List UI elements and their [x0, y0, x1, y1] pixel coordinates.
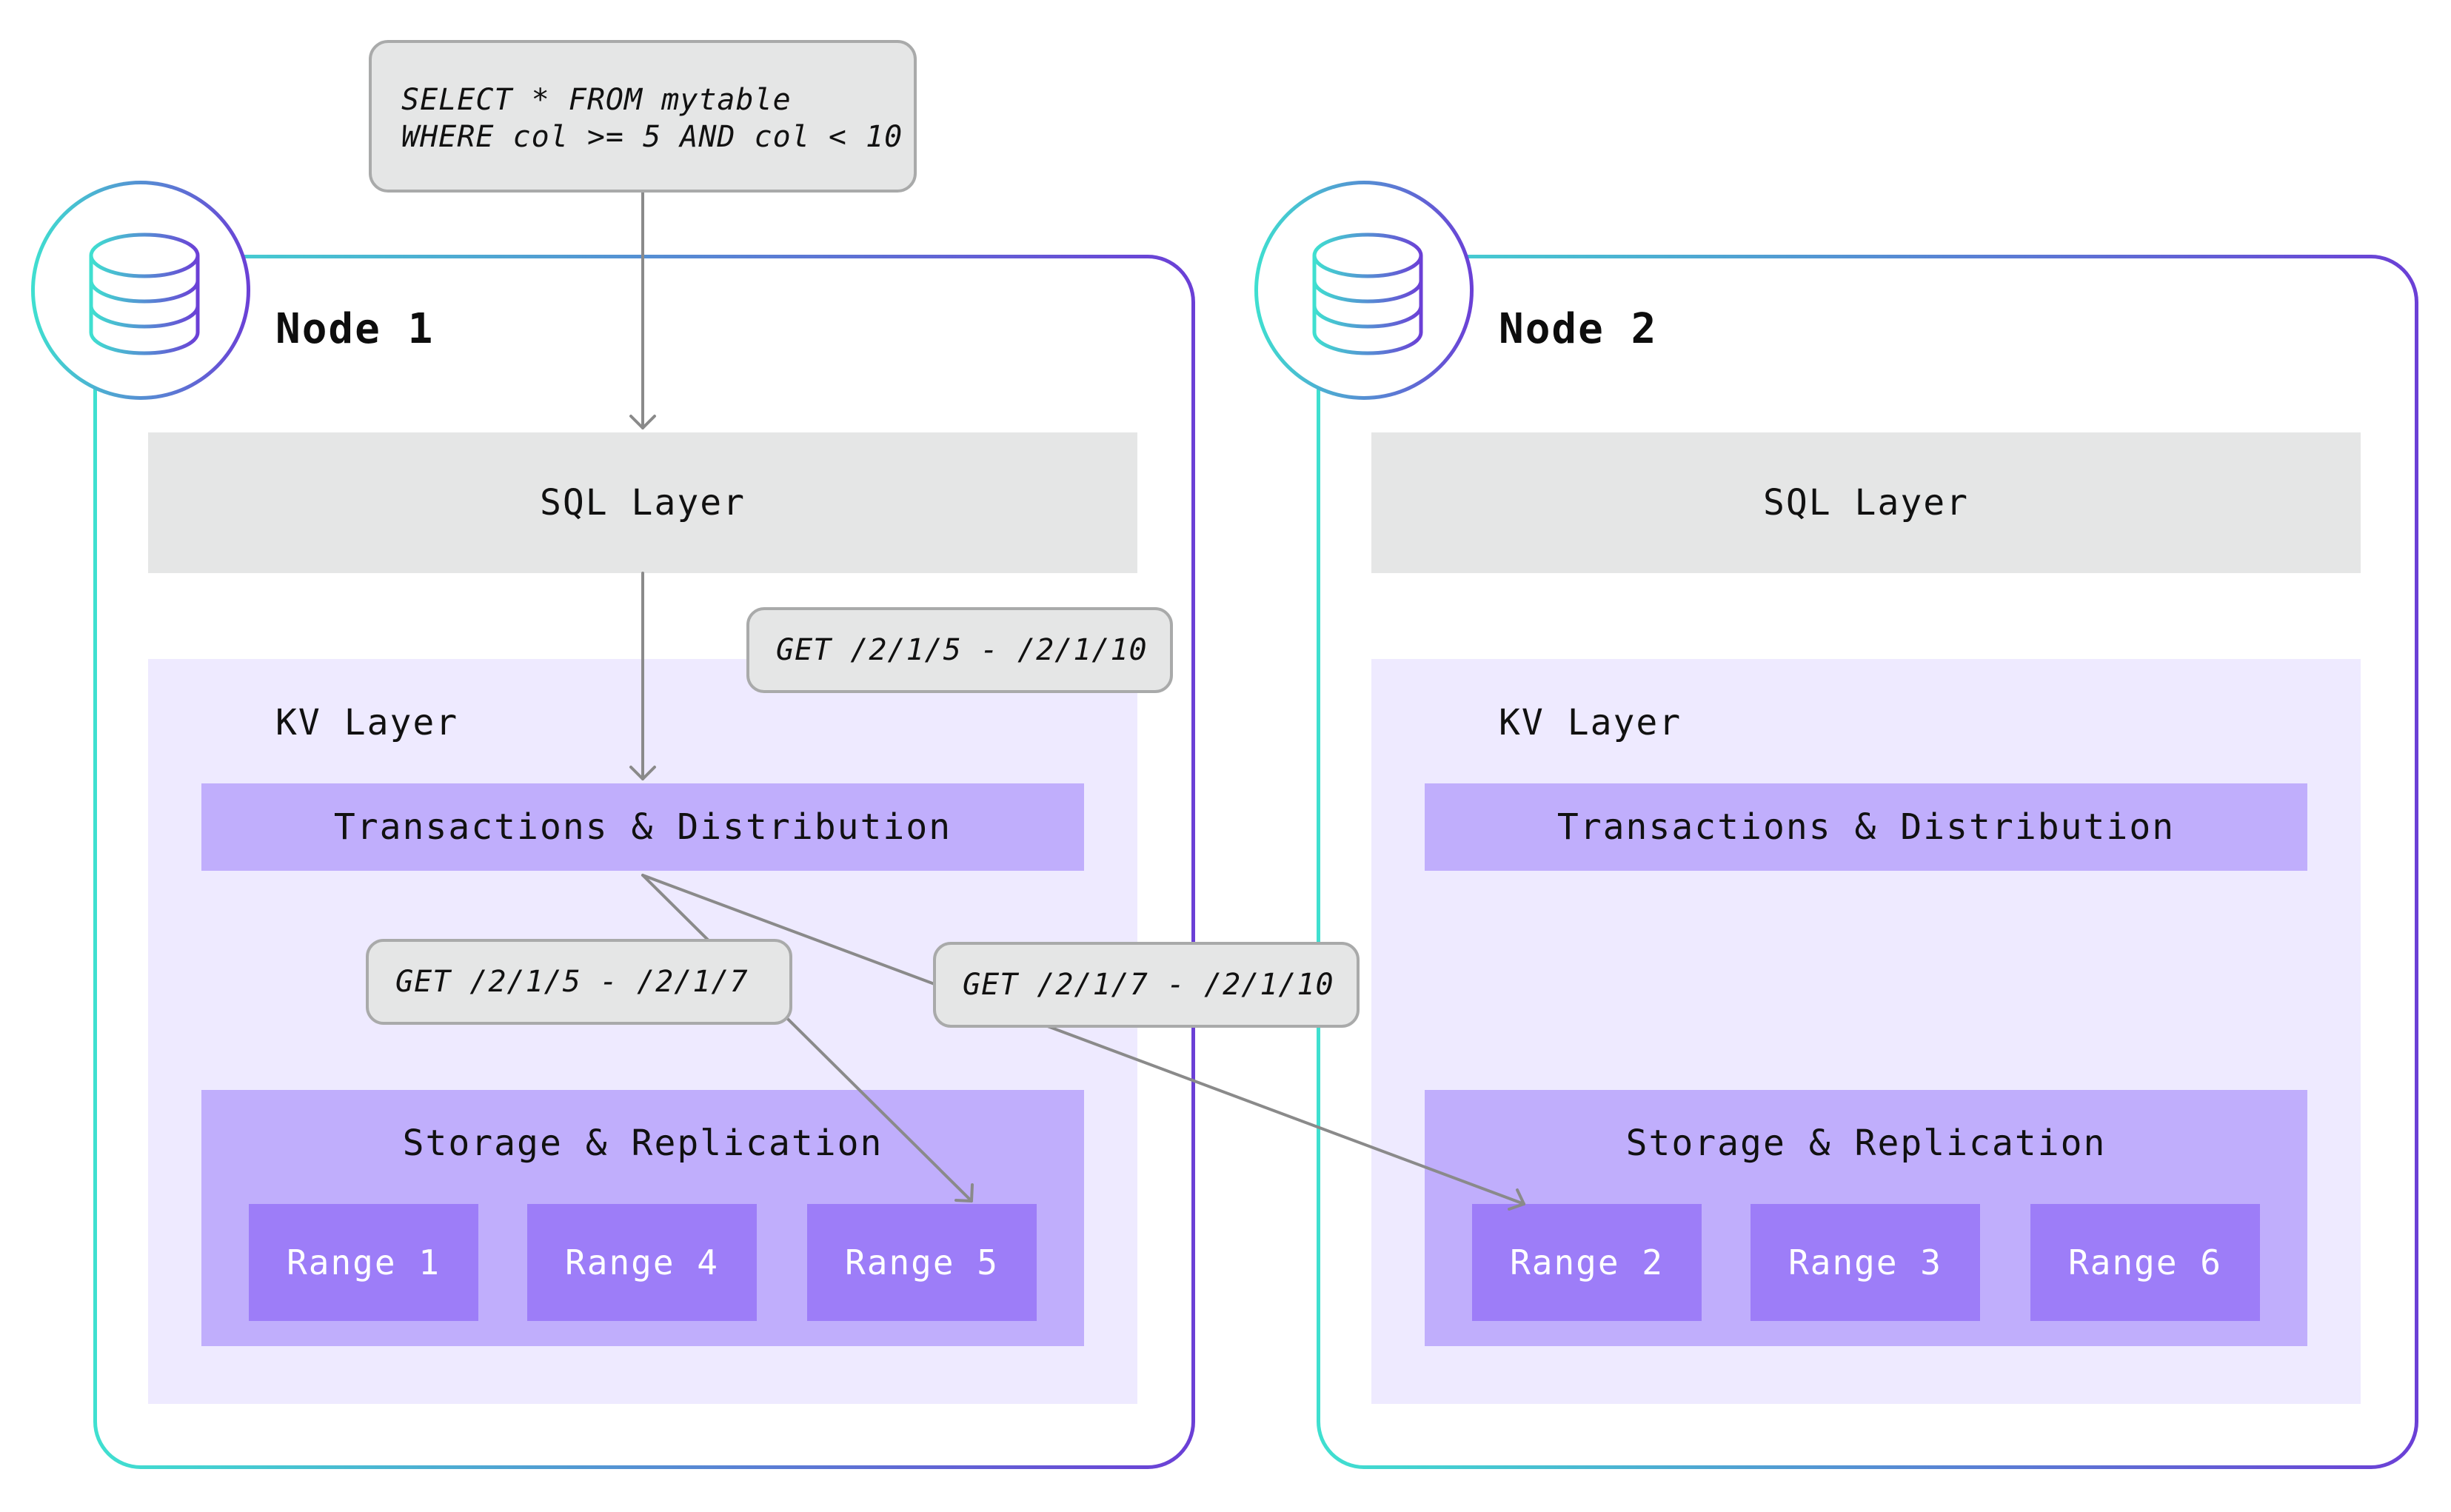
node-1-sql-layer: SQL Layer	[148, 432, 1137, 573]
range-6: Range 6	[2030, 1204, 2260, 1321]
node-1-transactions-distribution: Transactions & Distribution	[201, 783, 1084, 871]
sql-query-line-1: SELECT * FROM mytable	[401, 83, 792, 117]
sql-query-line-2: WHERE col >= 5 AND col < 10	[401, 120, 903, 154]
callout-get-full-range: GET /2/1/5 - /2/1/10	[746, 607, 1173, 693]
callout-get-remote-range: GET /2/1/7 - /2/1/10	[933, 942, 1360, 1028]
arrow-transactions-to-range-5	[641, 874, 973, 1202]
node-2-transactions-distribution: Transactions & Distribution	[1425, 783, 2307, 871]
node-1-storage-title: Storage & Replication	[402, 1123, 883, 1164]
range-4: Range 4	[527, 1204, 757, 1321]
arrowhead-range-5	[954, 1183, 974, 1202]
range-5: Range 5	[807, 1204, 1037, 1321]
arrow-transactions-to-range-2	[641, 874, 1525, 1205]
node-1-kv-layer-title: KV Layer	[275, 702, 459, 743]
node-2-sql-layer: SQL Layer	[1371, 432, 2361, 573]
node-1-badge	[31, 181, 250, 400]
database-icon	[1312, 233, 1423, 355]
database-icon	[89, 233, 200, 355]
node-2-title: Node 2	[1499, 305, 1658, 353]
sql-query-box: SELECT * FROM mytable WHERE col >= 5 AND…	[369, 40, 917, 193]
node-2-storage-title: Storage & Replication	[1625, 1123, 2107, 1164]
range-3: Range 3	[1751, 1204, 1980, 1321]
node-2-badge	[1254, 181, 1474, 400]
arrowhead-query-to-sql	[629, 415, 656, 429]
callout-get-local-range: GET /2/1/5 - /2/1/7	[366, 939, 792, 1025]
arrowhead-range-2	[1508, 1188, 1525, 1211]
range-1: Range 1	[249, 1204, 478, 1321]
arrowhead-sql-to-transactions	[629, 766, 656, 780]
node-1-title: Node 1	[275, 305, 435, 353]
range-2: Range 2	[1472, 1204, 1702, 1321]
node-2-kv-layer-title: KV Layer	[1499, 702, 1682, 743]
